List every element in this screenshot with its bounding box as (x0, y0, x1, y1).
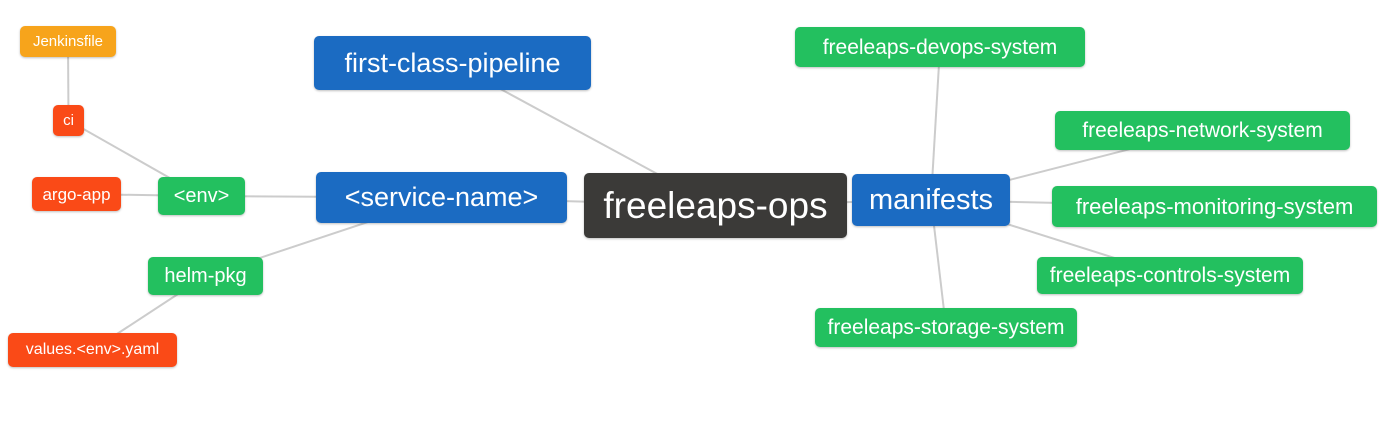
node-label-jenkinsfile: Jenkinsfile (32, 33, 104, 50)
node-env[interactable]: <env> (158, 177, 245, 215)
node-label-values-env-yaml: values.<env>.yaml (25, 341, 160, 358)
node-manifests[interactable]: manifests (852, 174, 1010, 226)
node-values-env-yaml[interactable]: values.<env>.yaml (8, 333, 177, 367)
node-label-service-name: <service-name> (344, 182, 539, 212)
node-argo-app[interactable]: argo-app (32, 177, 121, 211)
node-helm-pkg[interactable]: helm-pkg (148, 257, 263, 295)
node-service-name[interactable]: <service-name> (316, 172, 567, 223)
node-label-controls-system: freeleaps-controls-system (1049, 264, 1291, 287)
node-ci[interactable]: ci (53, 105, 84, 136)
node-devops-system[interactable]: freeleaps-devops-system (795, 27, 1085, 67)
node-label-manifests: manifests (868, 183, 994, 216)
node-jenkinsfile[interactable]: Jenkinsfile (20, 26, 116, 57)
node-storage-system[interactable]: freeleaps-storage-system (815, 308, 1077, 347)
node-controls-system[interactable]: freeleaps-controls-system (1037, 257, 1303, 294)
node-label-helm-pkg: helm-pkg (164, 265, 247, 287)
node-first-class-pipeline[interactable]: first-class-pipeline (314, 36, 591, 90)
node-label-monitoring-system: freeleaps-monitoring-system (1075, 193, 1354, 219)
node-label-storage-system: freeleaps-storage-system (827, 316, 1065, 339)
node-freeleaps-ops[interactable]: freeleaps-ops (584, 173, 847, 238)
node-label-freeleaps-ops: freeleaps-ops (603, 185, 828, 226)
node-label-argo-app: argo-app (42, 184, 111, 204)
node-label-first-class-pipeline: first-class-pipeline (344, 47, 561, 78)
node-label-env: <env> (173, 185, 230, 207)
node-network-system[interactable]: freeleaps-network-system (1055, 111, 1350, 150)
node-label-network-system: freeleaps-network-system (1082, 119, 1323, 142)
node-label-devops-system: freeleaps-devops-system (822, 35, 1058, 59)
node-label-ci: ci (63, 112, 74, 129)
node-monitoring-system[interactable]: freeleaps-monitoring-system (1052, 186, 1377, 227)
